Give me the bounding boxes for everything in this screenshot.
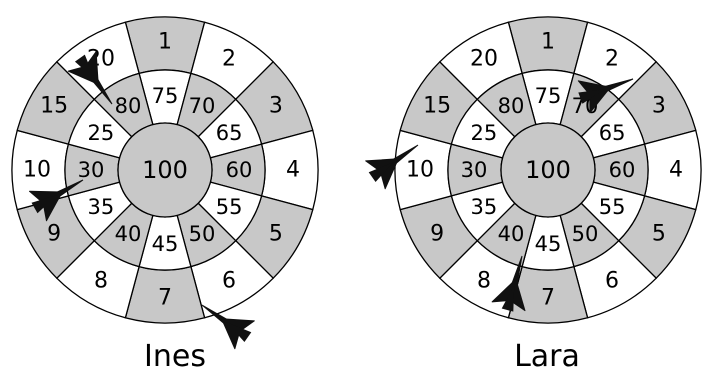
lara-outer-label: 15 [423, 94, 451, 119]
ines-inner-label: 40 [115, 222, 142, 246]
lara-inner-label: 60 [609, 158, 636, 182]
ines-center-label: 100 [142, 156, 188, 184]
lara-inner-label: 80 [498, 94, 525, 118]
ines-inner-label: 45 [152, 232, 179, 256]
ines-dart-25 [67, 51, 113, 105]
lara-outer-label: 3 [652, 94, 666, 119]
lara-inner-label: 55 [599, 195, 626, 219]
lara-bullseye [500, 122, 596, 218]
ines-outer-label: 6 [222, 268, 236, 293]
lara-inner-label: 35 [471, 195, 498, 219]
lara-outer-label: 7 [541, 286, 555, 311]
ines-outer-label: 3 [269, 94, 283, 119]
lara-inner-label: 50 [572, 222, 599, 246]
lara-dart-3 [577, 78, 634, 114]
lara-outer-label: 10 [406, 158, 434, 183]
lara-outer-label: 5 [652, 222, 666, 247]
ines-inner-label: 35 [88, 195, 115, 219]
ines-outer-label: 9 [47, 222, 61, 247]
ines-outer-label: 2 [222, 47, 236, 72]
lara-outer-label: 9 [430, 222, 444, 247]
ines-dart-7 [201, 304, 255, 350]
ines-outer-label: 15 [40, 94, 68, 119]
ines-inner-label: 25 [88, 121, 115, 145]
lara-outer-label: 1 [541, 30, 555, 55]
ines-outer-label: 1 [158, 30, 172, 55]
lara-inner-label: 40 [498, 222, 525, 246]
ines-dart-35 [28, 179, 84, 222]
lara-inner-label: 30 [461, 158, 488, 182]
ines-bullseye [117, 122, 213, 218]
lara-dart-15 [365, 144, 419, 190]
ines-outer-label: 10 [23, 158, 51, 183]
lara-outer-label: 6 [605, 268, 619, 293]
ines-outer-label: 4 [286, 158, 300, 183]
ines-inner-label: 80 [115, 94, 142, 118]
ines-inner-label: 50 [189, 222, 216, 246]
ines-inner-label: 30 [78, 158, 105, 182]
lara-center-label: 100 [525, 156, 571, 184]
board-caption-ines: Ines [144, 339, 206, 374]
ines-outer-label: 7 [158, 286, 172, 311]
lara-inner-label: 45 [535, 232, 562, 256]
lara-inner-label: 65 [599, 121, 626, 145]
ines-inner-label: 60 [226, 158, 253, 182]
board-caption-lara: Lara [514, 339, 580, 374]
ines-inner-label: 70 [189, 94, 216, 118]
ines-outer-label: 8 [94, 268, 108, 293]
ines-outer-label: 5 [269, 222, 283, 247]
lara-outer-label: 4 [669, 158, 683, 183]
lara-outer-label: 8 [477, 268, 491, 293]
ines-inner-label: 65 [216, 121, 243, 145]
ines-inner-label: 75 [152, 84, 179, 108]
lara-outer-label: 2 [605, 47, 619, 72]
lara-outer-label: 20 [470, 47, 498, 72]
lara-dart-45 [491, 255, 526, 312]
lara-inner-label: 75 [535, 84, 562, 108]
lara-inner-label: 25 [471, 121, 498, 145]
ines-inner-label: 55 [216, 195, 243, 219]
